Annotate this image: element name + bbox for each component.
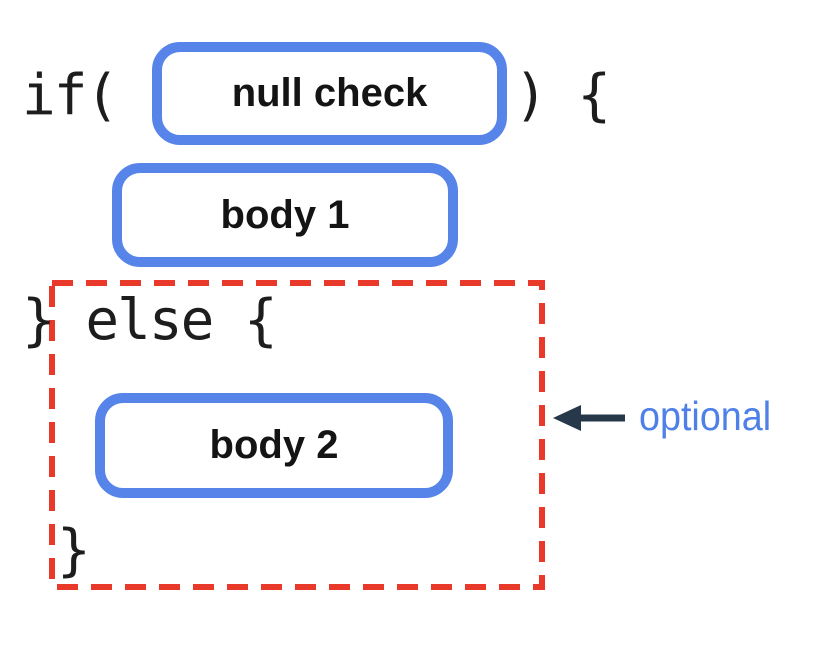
condition-box: null check [152,42,507,145]
code-if-open: if( [22,63,119,128]
condition-box-label: null check [231,71,428,115]
body1-box: body 1 [112,163,458,267]
body1-box-label: body 1 [220,192,350,237]
optional-arrow-icon [553,405,625,431]
code-else-line: } else { [22,288,278,353]
code-if-close-paren-brace: ) { [514,63,611,128]
code-closing-brace: } [57,518,91,583]
optional-annotation-label: optional [639,393,772,439]
body2-box-label: body 2 [209,423,339,467]
optional-region-dashed-border [49,280,545,590]
body2-box: body 2 [95,393,453,498]
